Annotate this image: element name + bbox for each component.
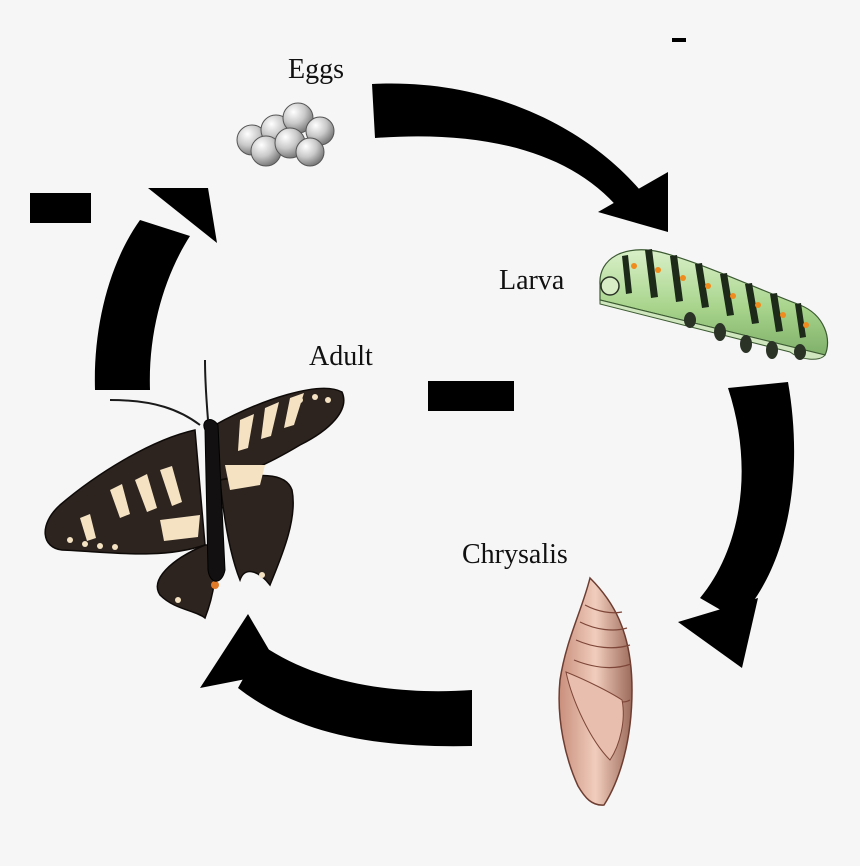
label-mask-center: [428, 381, 514, 411]
arrow-adult-to-eggs: [95, 188, 217, 390]
larva-illustration: [600, 249, 828, 360]
label-mask-left: [30, 193, 91, 223]
chrysalis-illustration: [559, 578, 632, 805]
stage-label-adult: Adult: [309, 343, 373, 371]
eggs-illustration: [237, 103, 334, 166]
arrow-eggs-to-larva: [372, 84, 668, 232]
arrow-larva-to-chrysalis: [678, 382, 794, 668]
adult-butterfly-illustration: [45, 360, 344, 618]
arrow-chrysalis-to-adult: [200, 614, 472, 746]
stage-label-eggs: Eggs: [288, 56, 344, 84]
label-mask-top: [672, 38, 686, 42]
stage-label-larva: Larva: [499, 267, 564, 295]
stage-label-chrysalis: Chrysalis: [462, 541, 568, 569]
